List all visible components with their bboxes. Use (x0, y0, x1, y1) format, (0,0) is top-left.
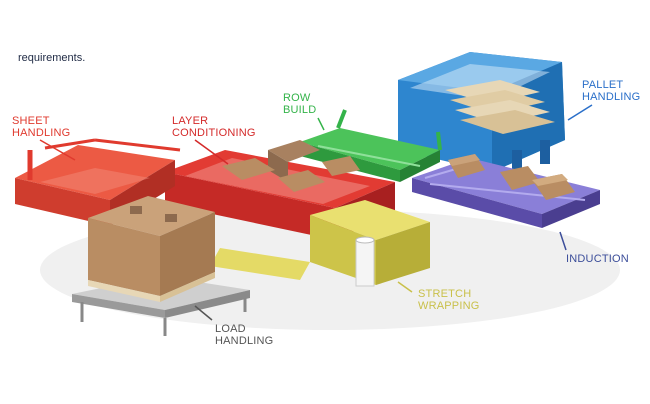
label-pallet-handling: PALLET HANDLING (582, 79, 641, 103)
label-sheet-handling: SHEET HANDLING (12, 115, 71, 139)
caption-text: requirements. (18, 52, 86, 64)
label-load-handling: LOAD HANDLING (215, 323, 274, 347)
label-layer-conditioning: LAYER CONDITIONING (172, 115, 256, 139)
leader-lines (39, 104, 593, 321)
loaded-pallet-box (88, 196, 215, 302)
label-stretch-wrapping: STRETCH WRAPPING (418, 288, 480, 312)
label-induction: INDUCTION (566, 253, 629, 265)
stretch-wrapping-unit (210, 200, 430, 287)
label-row-build: ROW BUILD (283, 92, 317, 116)
induction-conveyor (412, 154, 600, 228)
